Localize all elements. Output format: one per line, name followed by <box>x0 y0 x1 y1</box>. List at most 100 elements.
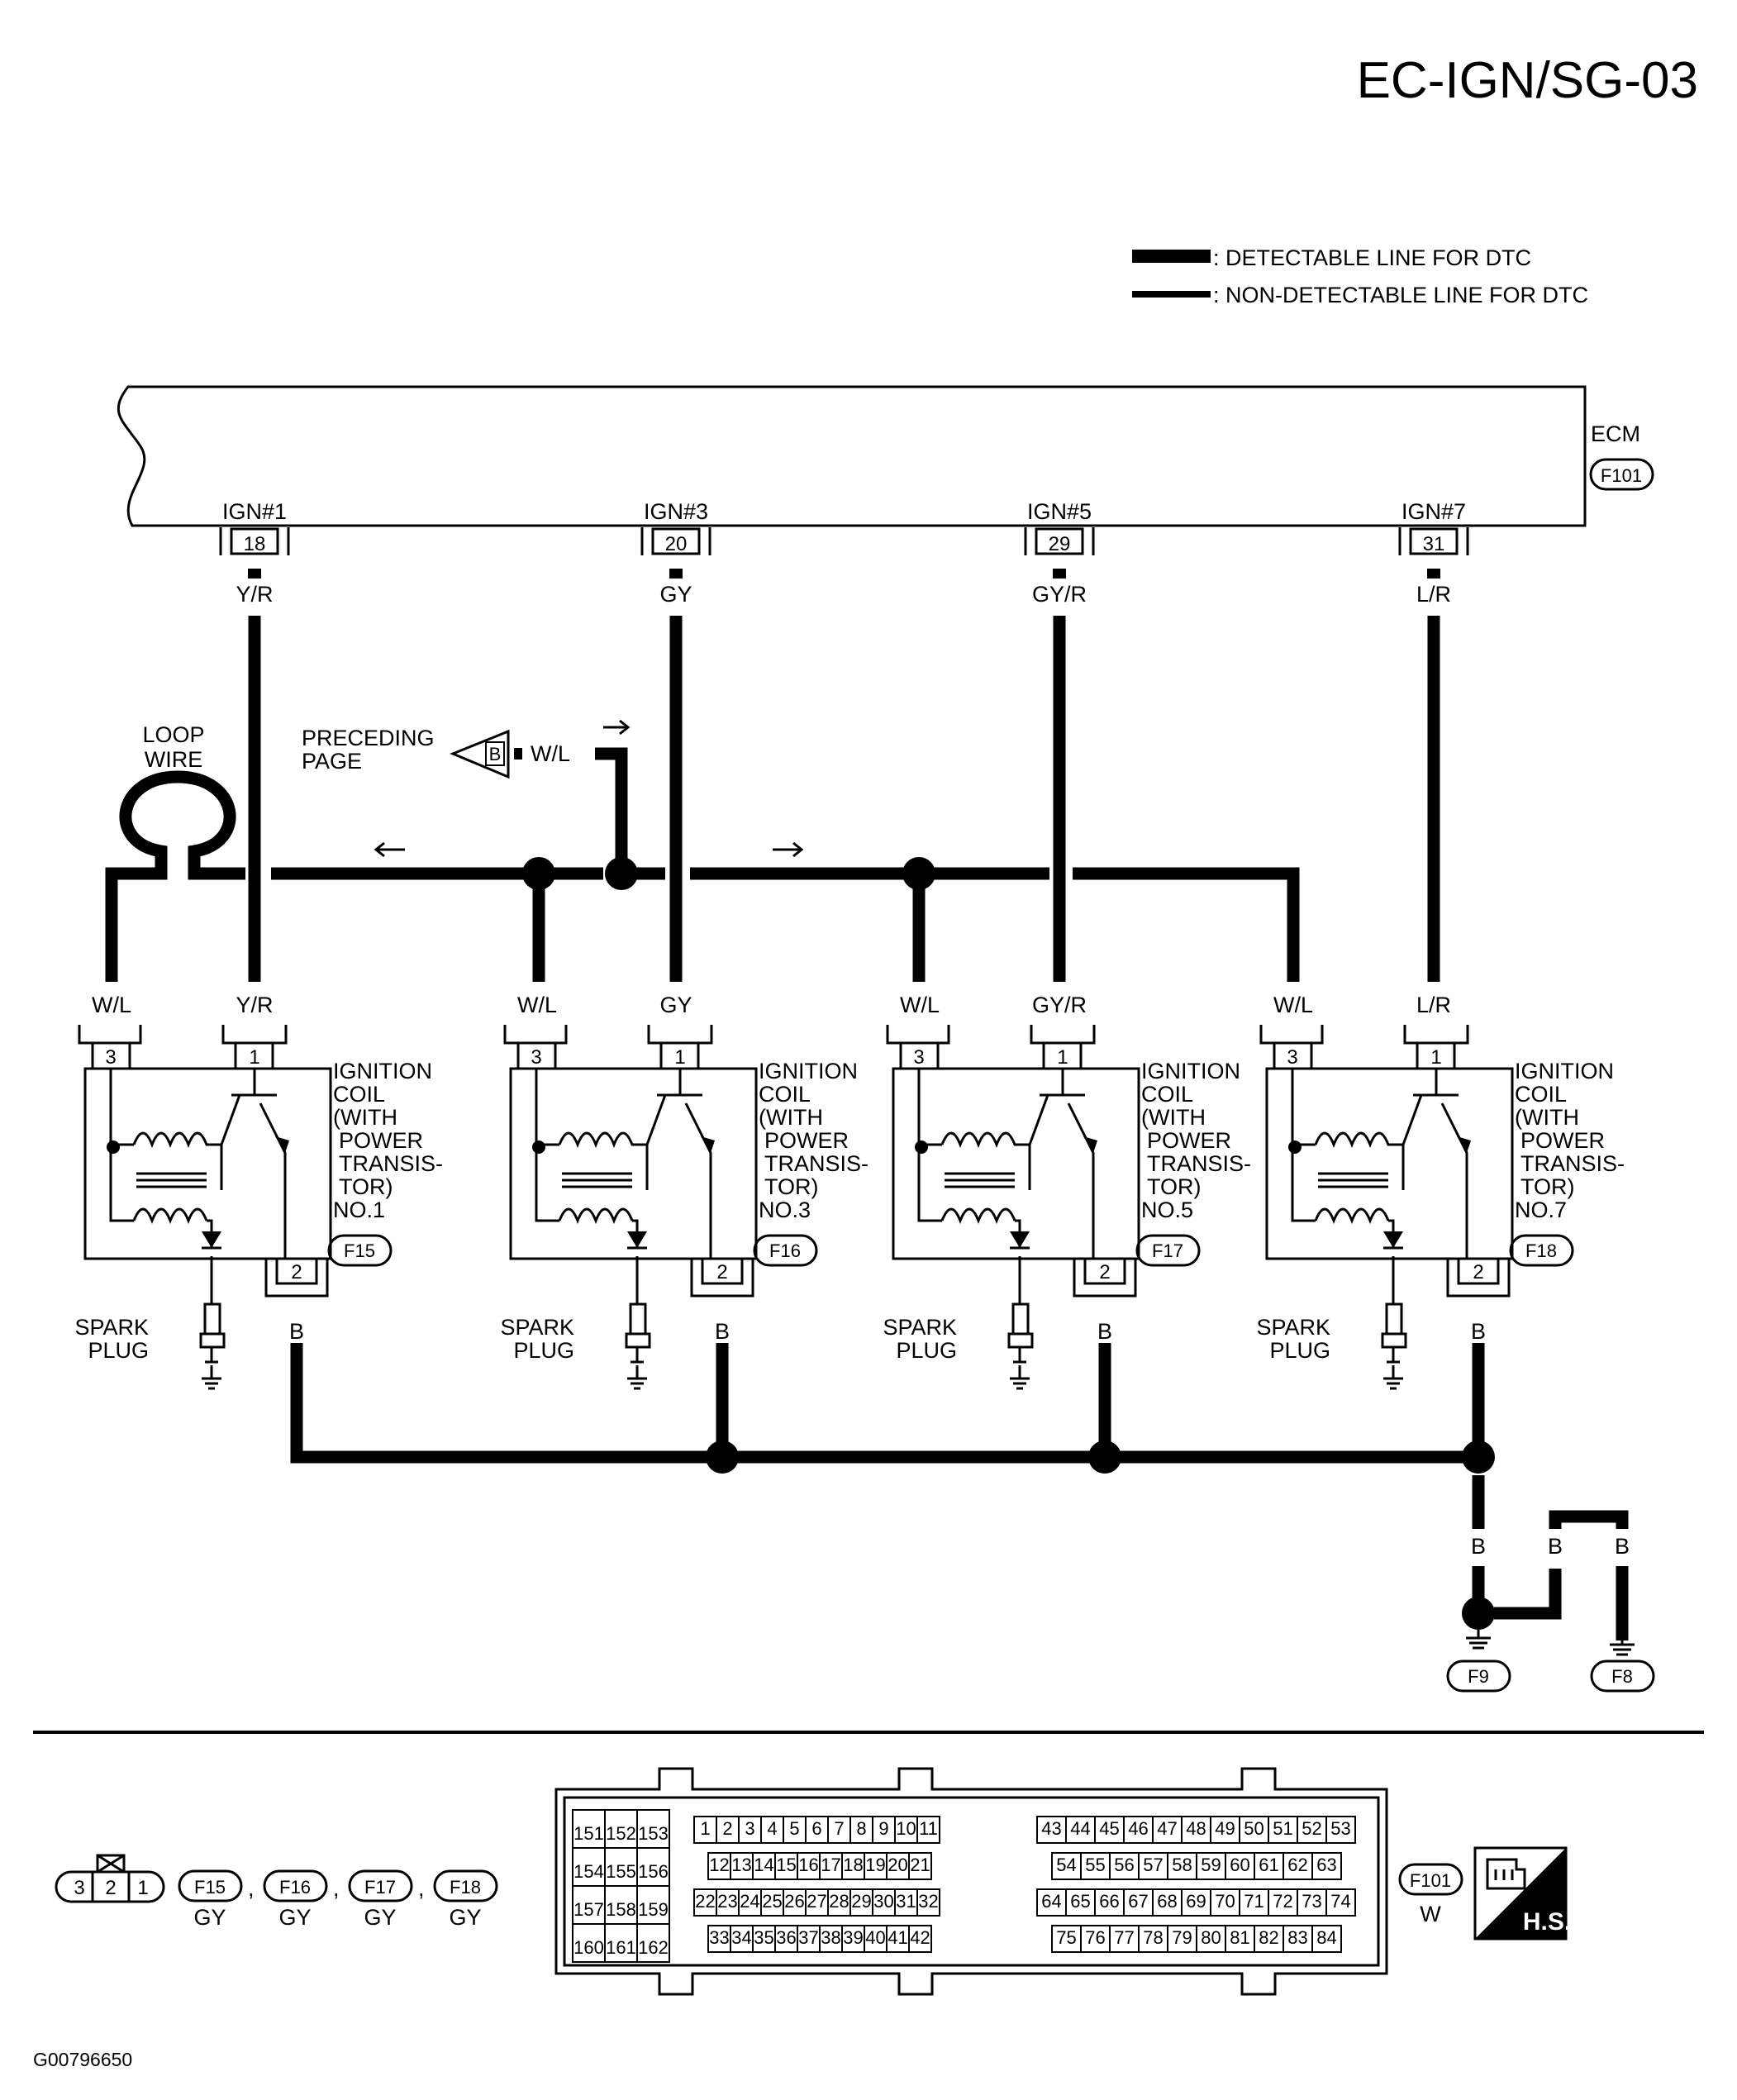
ecm-cavity-number: 38 <box>821 1927 840 1948</box>
coil-connector-id: F15 <box>344 1240 375 1261</box>
coil-wire-right: GY/R <box>1032 993 1087 1017</box>
ecm-pin-wire: Y/R <box>236 582 273 607</box>
coil-name-line: NO.7 <box>1515 1198 1567 1222</box>
ecm-cavity-cell <box>1080 1925 1111 1953</box>
ecm-cavity-number: 72 <box>1273 1891 1292 1912</box>
ecm-cavity-cell <box>1196 1925 1226 1953</box>
ecm-cavity-number: 78 <box>1143 1927 1163 1948</box>
spark-plug-label-1: SPARK <box>500 1315 574 1340</box>
coil-name-line: TRANSIS- <box>764 1151 868 1176</box>
coil-wire-right: GY <box>659 993 692 1017</box>
coil-name-line: TRANSIS- <box>1520 1151 1625 1176</box>
ground-wire-label: B <box>1471 1534 1486 1559</box>
ecm-connector-badge <box>1589 458 1654 491</box>
ecm-cavity-cell <box>1094 1816 1125 1844</box>
ecm-cavity-cell <box>752 1925 776 1953</box>
ecm-pin-number: 29 <box>1049 533 1071 555</box>
splice-dot <box>1462 1440 1495 1474</box>
preceding-page-reference: PRECEDING PAGE B W/L <box>302 726 570 779</box>
ecm-cavity-cell <box>716 1816 740 1844</box>
ecm-cavity-cell <box>1210 1888 1240 1917</box>
ecm-cavity-cell <box>1210 1816 1240 1844</box>
coil-wire-left: W/L <box>900 993 940 1017</box>
coil-name-line: (WITH <box>333 1105 397 1130</box>
flow-arrow-left <box>374 841 405 858</box>
ecm-cavity-cell <box>849 1888 873 1917</box>
legend: : DETECTABLE LINE FOR DTC : NON-DETECTAB… <box>1132 245 1588 307</box>
ecm-cavity-cell <box>894 1888 918 1917</box>
ecm-pins: IGN#1 18 Y/R IGN#3 20 GY IGN#5 29 GY/R I… <box>219 499 1469 607</box>
ecm-cavity-cell <box>1036 1816 1067 1844</box>
ecm-cavity-number: 42 <box>910 1927 930 1948</box>
ecm-cavity-cell <box>849 1816 873 1844</box>
ecm-pin-ign1: IGN#1 18 Y/R <box>219 499 290 607</box>
hs-label: H.S. <box>1523 1908 1571 1936</box>
coil-name-line: NO.3 <box>759 1198 811 1222</box>
ecm-cavity-number: 17 <box>821 1855 840 1875</box>
ecm-cavity-number: 3 <box>745 1818 754 1839</box>
ecm-cavity-cell <box>774 1852 798 1880</box>
coil-connector-id: F18 <box>1525 1240 1557 1261</box>
coil-name-line: COIL <box>1515 1082 1567 1107</box>
ecm-cavity-cell <box>1065 1816 1096 1844</box>
coil-name-line: NO.5 <box>1141 1198 1193 1222</box>
ecm-outline <box>117 385 1587 527</box>
ecm-cavity-number: 53 <box>1330 1818 1350 1839</box>
ground-f9-badge <box>1446 1660 1511 1693</box>
ecm-cavity-number: 25 <box>762 1891 782 1912</box>
coil-name-line: COIL <box>759 1082 811 1107</box>
ecm-cavity-cell <box>1109 1925 1140 1953</box>
preceding-connector-triangle <box>450 729 510 779</box>
coil-pin3: 3 <box>531 1046 541 1069</box>
splice-dot <box>1462 1597 1495 1630</box>
coil-name-line: IGNITION <box>333 1059 432 1083</box>
ground-f9-id: F9 <box>1468 1666 1489 1687</box>
ecm-cavity-number: 66 <box>1099 1891 1119 1912</box>
ecm-cavity-number: 33 <box>709 1927 729 1948</box>
ecm-cavity-number: 50 <box>1244 1818 1263 1839</box>
coil-name-line: (WITH <box>1515 1105 1579 1130</box>
coil-connector-face: 3 2 1 F15 GY , F16 GY , F17 GY , F18 GY <box>55 1854 498 1930</box>
ecm-pin-wire: GY/R <box>1032 582 1087 607</box>
ecm-cavity-number: 73 <box>1302 1891 1321 1912</box>
ecm-cavity-number: 30 <box>873 1891 893 1912</box>
ecm-cavity-number: 154 <box>573 1861 604 1882</box>
coil-wire-left: W/L <box>1273 993 1313 1017</box>
ecm-cavity-number: 2 <box>722 1818 732 1839</box>
ecm-cavity-number: 79 <box>1172 1927 1192 1948</box>
ecm-cavity-cell <box>1325 1888 1356 1917</box>
ecm-cavity-number: 21 <box>910 1855 930 1875</box>
coil-body <box>1265 1067 1514 1260</box>
ecm-cavity-number: 59 <box>1201 1855 1221 1875</box>
ecm-cavity-number: 71 <box>1244 1891 1263 1912</box>
ecm-cavity-number: 68 <box>1157 1891 1177 1912</box>
ecm-block: ECM F101 <box>117 385 1654 527</box>
coil-ground-wire: B <box>1097 1319 1112 1344</box>
coil-name-line: COIL <box>1141 1082 1193 1107</box>
ecm-cavity-number: 8 <box>856 1818 866 1839</box>
ecm-pin-signal: IGN#5 <box>1027 499 1092 524</box>
coil-connector-id: F16 <box>769 1240 801 1261</box>
coil-name-line: POWER <box>764 1128 849 1153</box>
ecm-cavity-number: 15 <box>776 1855 796 1875</box>
ecm-cavity-number: 4 <box>767 1818 777 1839</box>
splice-dot <box>1088 1440 1121 1474</box>
ecm-cavity-cell <box>752 1852 776 1880</box>
signal-wires <box>248 569 1440 982</box>
coil-pin1: 1 <box>674 1046 685 1069</box>
ecm-cavity-number: 22 <box>695 1891 715 1912</box>
ignition-coil-no7: W/L L/R 3 1 2 IGNITION COIL (WITH POWER … <box>1256 993 1625 1390</box>
coil-connector-id: F16 <box>279 1877 311 1898</box>
ecm-cavity-cell <box>636 1809 670 1849</box>
coil-name-line: TOR) <box>1147 1174 1202 1199</box>
ecm-cavity-number: 14 <box>754 1855 773 1875</box>
ecm-pin-signal: IGN#1 <box>222 499 287 524</box>
ecm-cavity-number: 34 <box>731 1927 751 1948</box>
ecm-cavity-cell <box>1196 1852 1226 1880</box>
ecm-cavity-number: 55 <box>1085 1855 1105 1875</box>
ecm-cavity-number: 37 <box>798 1927 818 1948</box>
preceding-connector-id: B <box>489 744 502 764</box>
ecm-cavity-number: 74 <box>1330 1891 1350 1912</box>
ecm-cavity-cell <box>1036 1888 1067 1917</box>
